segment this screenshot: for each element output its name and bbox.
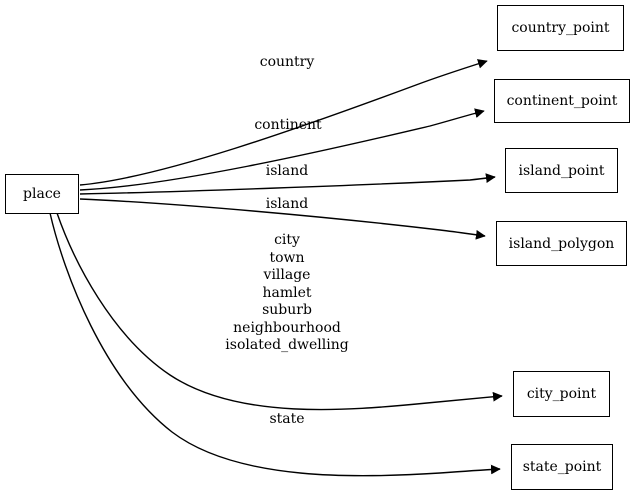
- edge-place-to-state-point: [49, 212, 501, 477]
- node-country-point-label: country_point: [511, 20, 610, 36]
- edge-place-to-continent-point: [79, 108, 485, 191]
- edge-label-city-line-1: city: [274, 232, 300, 248]
- node-continent-point-label: continent_point: [506, 93, 618, 109]
- node-state-point[interactable]: state_point: [511, 444, 613, 490]
- node-continent-point[interactable]: continent_point: [494, 79, 630, 123]
- edge-label-city-line-6: neighbourhood: [233, 319, 341, 336]
- edge-place-to-country-point: [79, 59, 488, 186]
- edge-label-city-line-7: isolated_dwelling: [225, 337, 349, 353]
- node-island-point-label: island_point: [518, 162, 605, 179]
- edge-label-island-point: island: [266, 163, 308, 180]
- edge-place-to-city-point: [56, 212, 503, 411]
- node-country-point[interactable]: country_point: [497, 5, 624, 51]
- edge-label-state: state: [269, 411, 304, 428]
- edge-place-to-island-polygon: [79, 198, 486, 240]
- edge-label-state-text: state: [269, 411, 305, 427]
- edge-label-city-point: city town village hamlet suburb neighbou…: [225, 232, 348, 355]
- edge-label-continent-text: continent: [254, 117, 322, 133]
- node-island-polygon-label: island_polygon: [508, 235, 615, 252]
- node-state-point-label: state_point: [522, 459, 602, 475]
- edge-label-country-text: country: [259, 54, 315, 70]
- edge-label-continent: continent: [254, 117, 321, 134]
- edge-label-country: country: [260, 54, 315, 71]
- node-island-point[interactable]: island_point: [505, 148, 618, 193]
- edge-label-city-line-4: hamlet: [262, 284, 312, 301]
- node-place-label: place: [23, 186, 61, 202]
- edge-label-island-polygon-text: island: [265, 196, 309, 212]
- node-city-point-label: city_point: [526, 386, 597, 402]
- edge-label-city-line-5: suburb: [262, 302, 312, 318]
- node-place[interactable]: place: [5, 174, 79, 214]
- node-city-point[interactable]: city_point: [513, 371, 610, 417]
- node-island-polygon[interactable]: island_polygon: [496, 221, 627, 266]
- edge-label-island-polygon: island: [266, 196, 308, 213]
- edge-label-island-point-text: island: [265, 163, 309, 179]
- edge-label-city-line-2: town: [269, 249, 305, 266]
- edge-label-city-line-3: village: [263, 267, 311, 283]
- edge-place-to-island-point: [79, 173, 496, 195]
